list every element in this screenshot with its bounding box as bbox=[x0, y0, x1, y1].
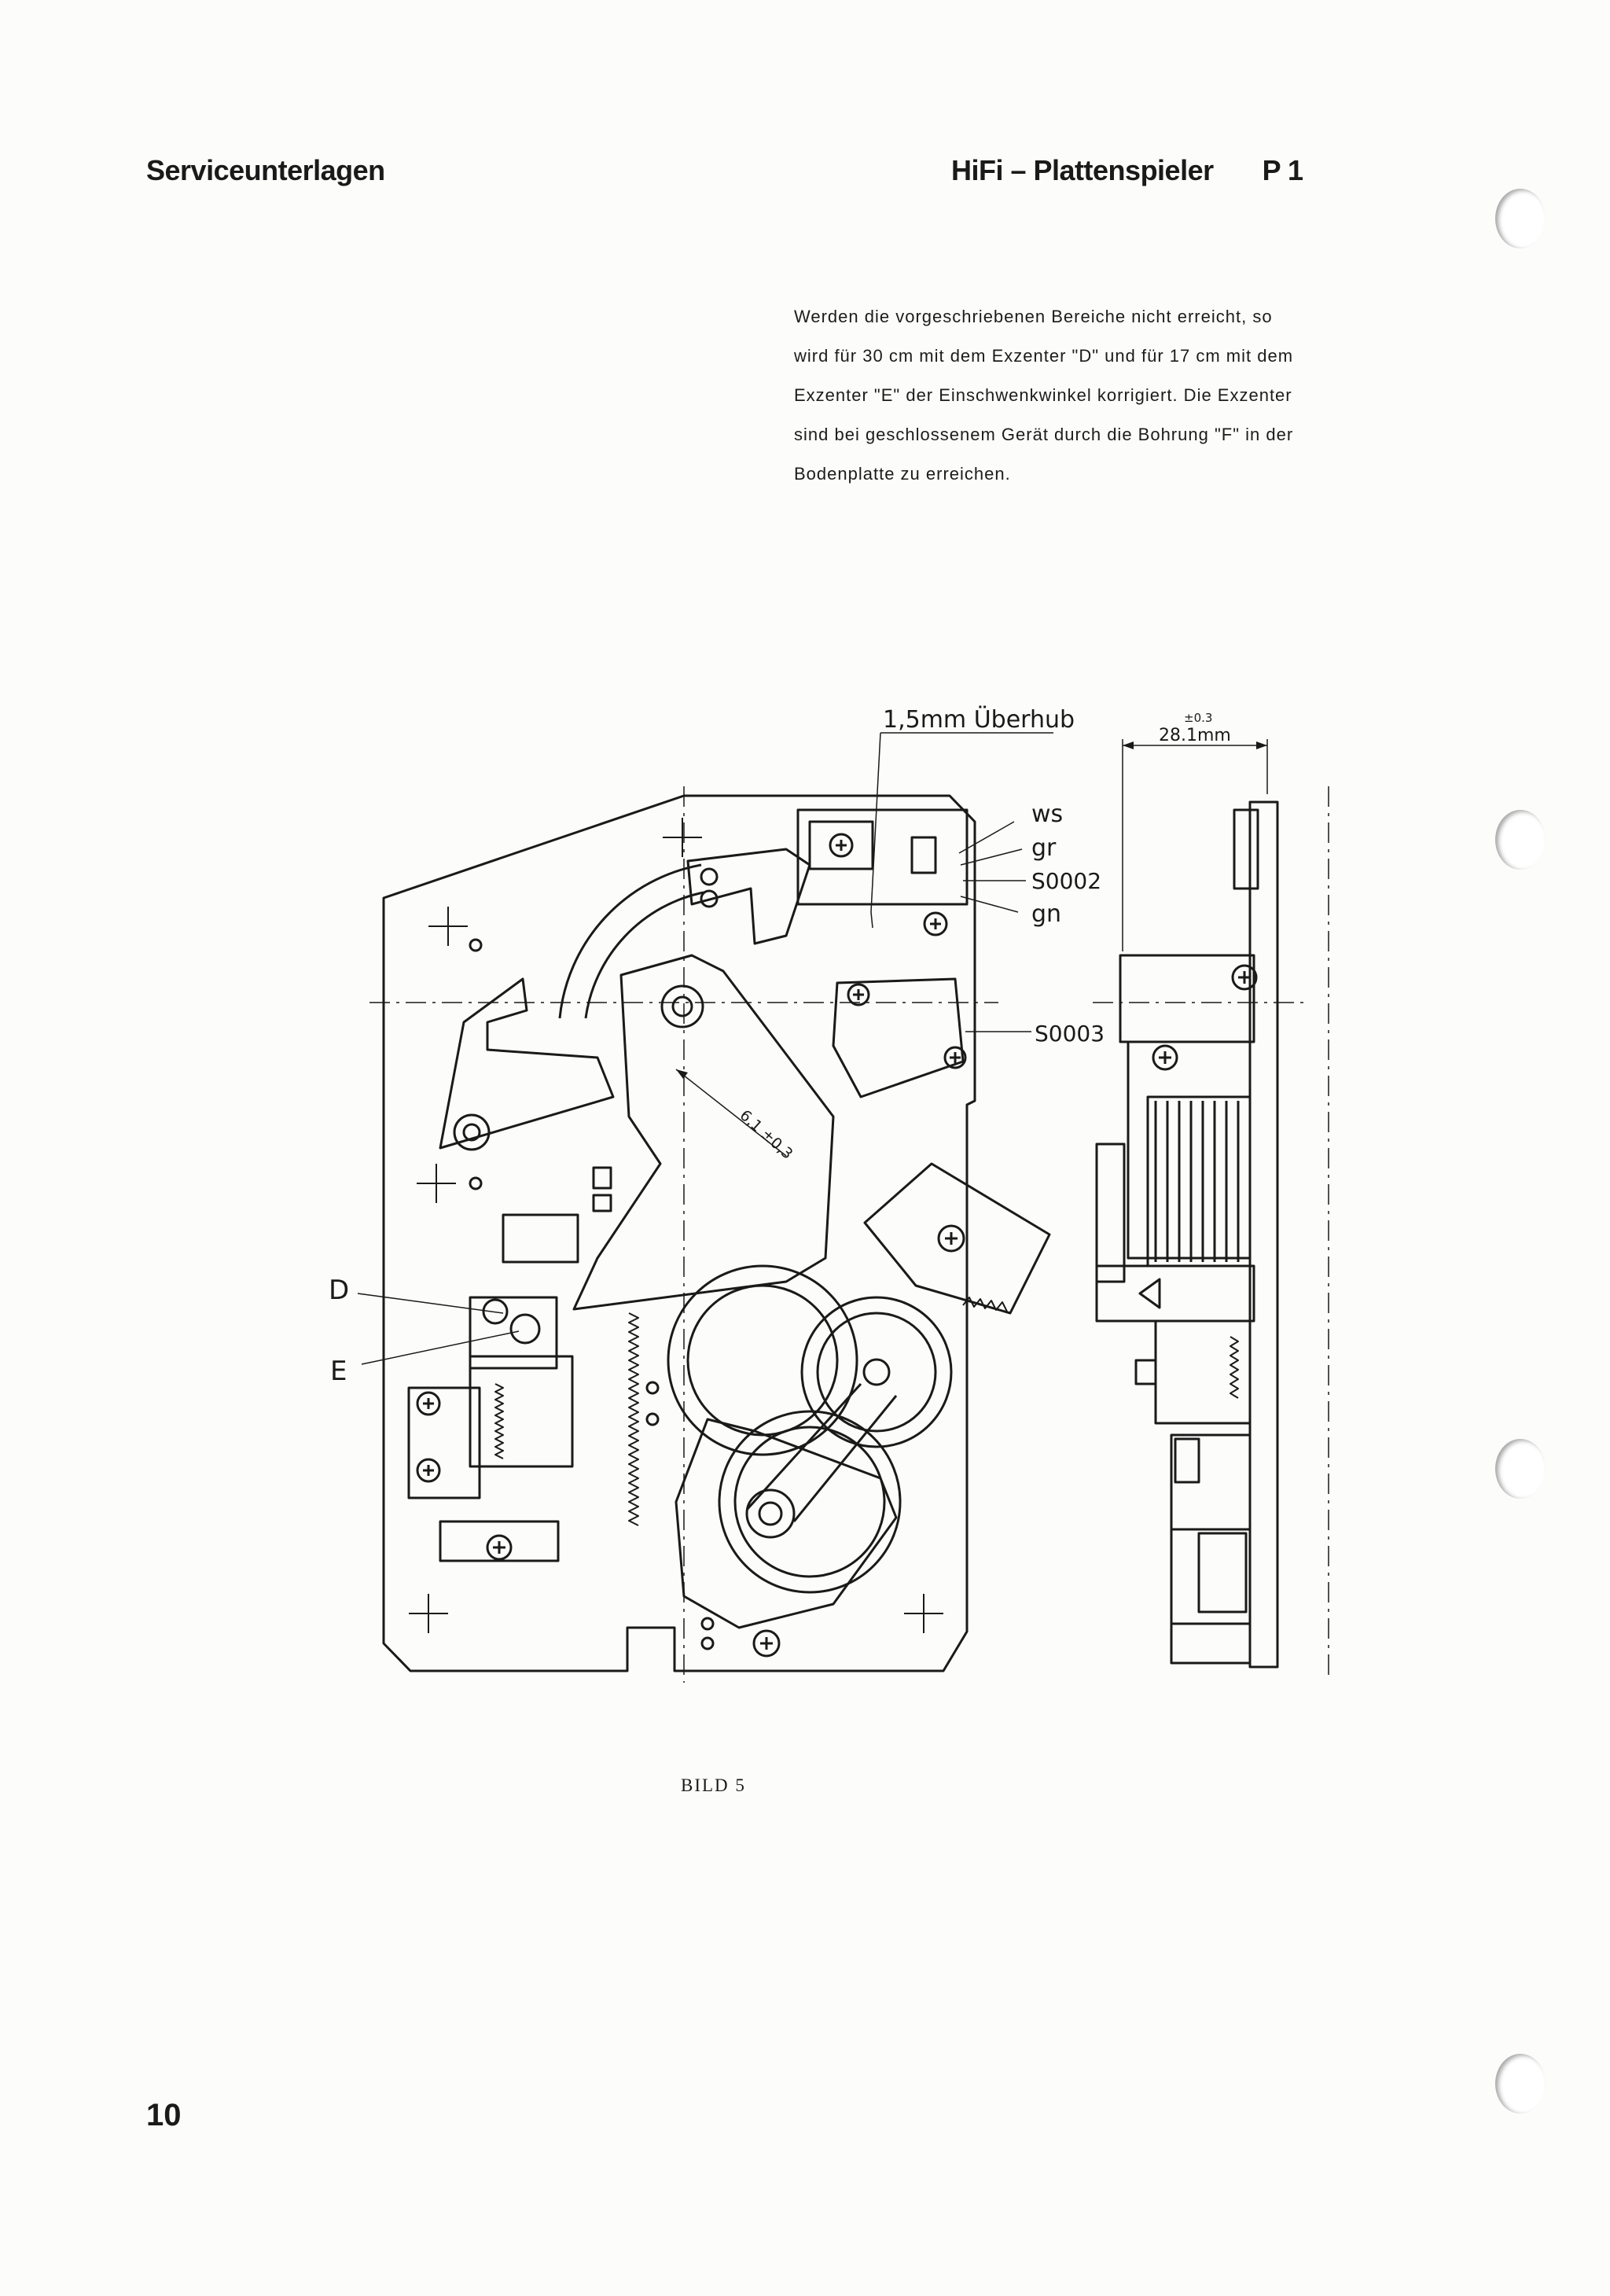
header-product-title: HiFi – Plattenspieler bbox=[951, 154, 1214, 186]
header-model: P 1 bbox=[1262, 154, 1303, 186]
punch-hole bbox=[1495, 810, 1546, 870]
punch-hole bbox=[1495, 1439, 1546, 1499]
body-line: Werden die vorgeschriebenen Bereiche nic… bbox=[794, 307, 1273, 326]
wire-ws-label: ws bbox=[1031, 800, 1063, 828]
body-line: Exzenter "E" der Einschwenkwinkel korrig… bbox=[794, 385, 1292, 405]
wire-gr-label: gr bbox=[1031, 834, 1057, 862]
dimension-label: 28.1mm bbox=[1159, 726, 1231, 745]
wire-gn-label: gn bbox=[1031, 900, 1061, 928]
switch-s0003-label: S0003 bbox=[1035, 1021, 1105, 1047]
header-right-title: HiFi – Plattenspieler P 1 bbox=[951, 154, 1303, 187]
body-line: sind bei geschlossenem Gerät durch die B… bbox=[794, 425, 1294, 444]
page-number: 10 bbox=[146, 2098, 182, 2132]
body-paragraph: Werden die vorgeschriebenen Bereiche nic… bbox=[794, 297, 1360, 494]
body-line: Bodenplatte zu erreichen. bbox=[794, 464, 1011, 484]
dimension-tolerance: ±0.3 bbox=[1184, 711, 1212, 725]
eccentric-e-label: E bbox=[330, 1356, 347, 1387]
switch-s0002-label: S0002 bbox=[1031, 868, 1101, 894]
header-left-title: Serviceunterlagen bbox=[146, 154, 385, 186]
angle-dimension-label: 6,1 ±0,3 bbox=[737, 1106, 796, 1162]
punch-hole bbox=[1495, 189, 1546, 248]
punch-hole bbox=[1495, 2054, 1546, 2114]
base-plate-outline bbox=[382, 794, 976, 1672]
overtravel-label: 1,5mm Überhub bbox=[883, 705, 1075, 734]
body-line: wird für 30 cm mit dem Exzenter "D" und … bbox=[794, 346, 1294, 366]
eccentric-d-label: D bbox=[329, 1275, 349, 1306]
tonearm-lever bbox=[572, 954, 835, 1311]
figure-caption: BILD 5 bbox=[681, 1775, 746, 1795]
